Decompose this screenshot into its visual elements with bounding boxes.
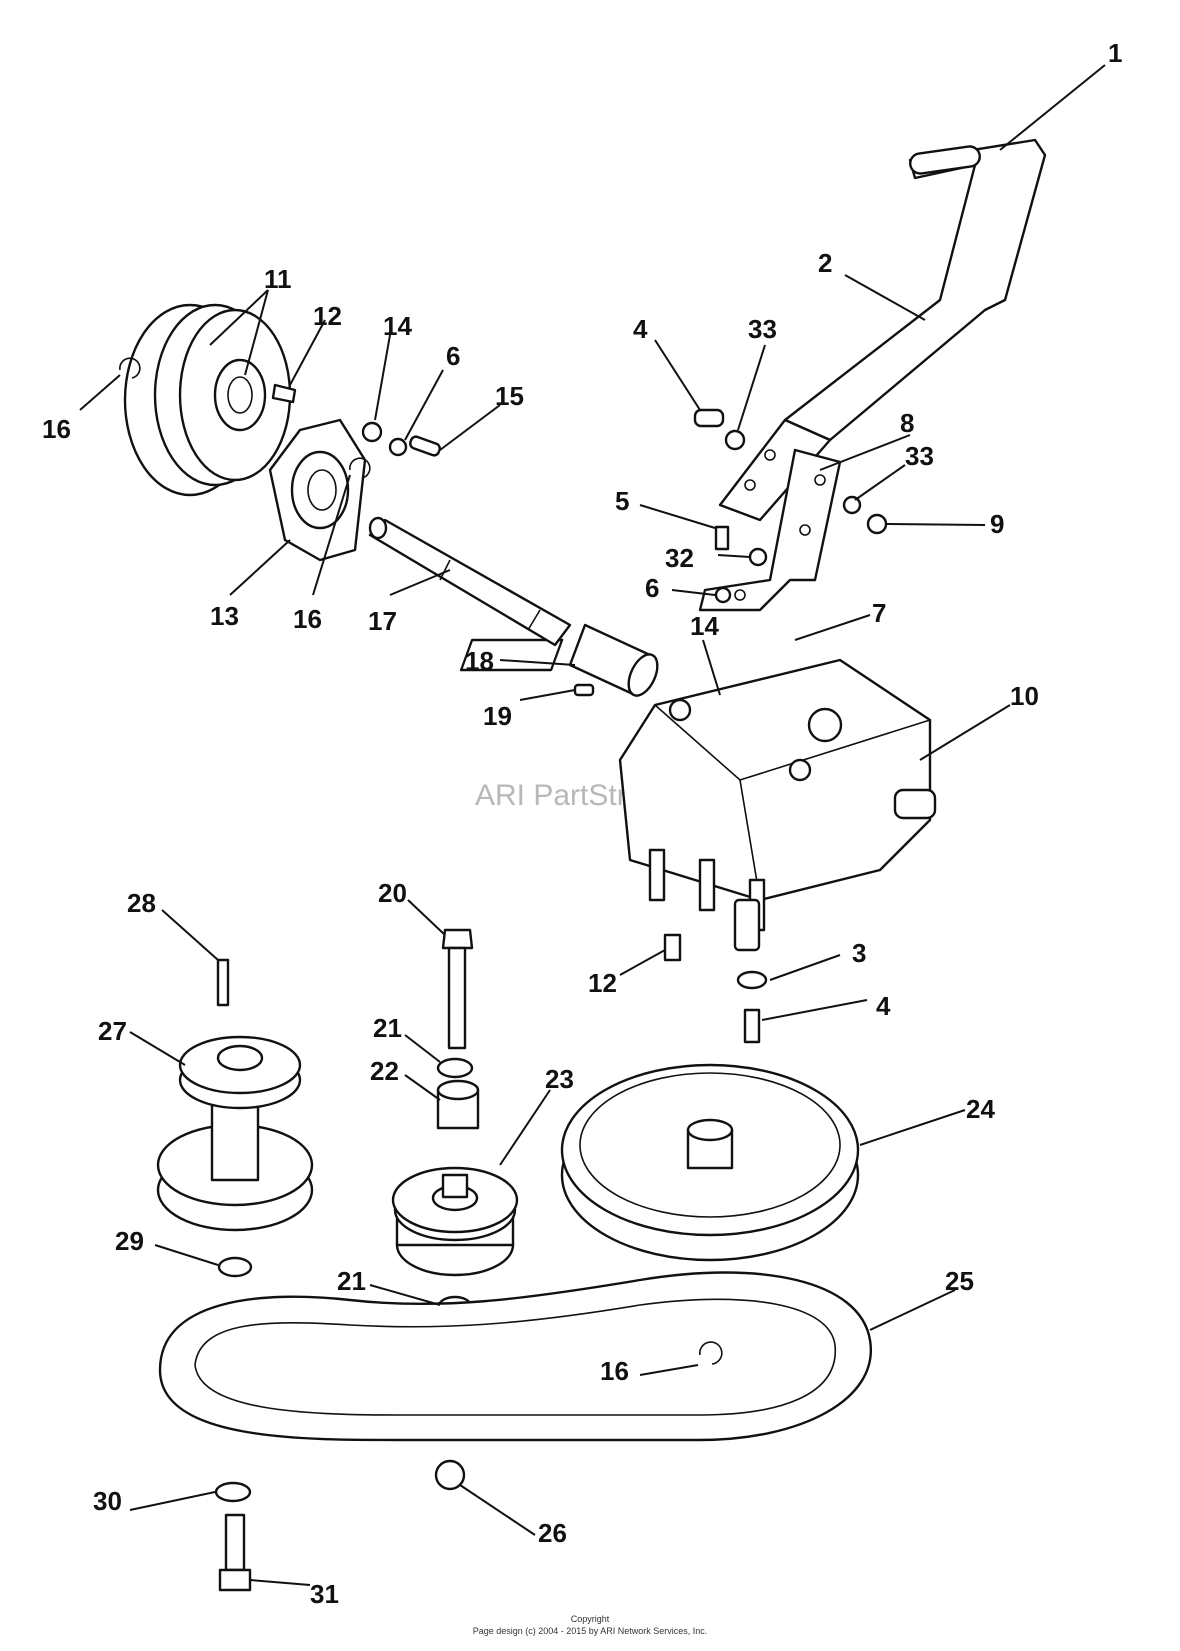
- part-transmission-10: [618, 658, 937, 952]
- callout-14: 14: [383, 311, 412, 341]
- callout-6: 6: [446, 341, 460, 371]
- callout-25: 25: [945, 1266, 974, 1296]
- callout-22: 22: [370, 1056, 399, 1086]
- callout-21: 21: [373, 1013, 402, 1043]
- callout-14: 14: [690, 611, 719, 641]
- part-shaft-17: [368, 516, 572, 647]
- callout-16: 16: [42, 414, 71, 444]
- part-key-12b: [663, 933, 682, 962]
- part-washer-3: [736, 970, 768, 990]
- callout-9: 9: [990, 509, 1004, 539]
- part-idler-23: [391, 1166, 519, 1277]
- callout-5: 5: [615, 486, 629, 516]
- part-bolt-20: [441, 928, 474, 1050]
- part-ring-16c: [699, 1341, 723, 1365]
- part-bracket-8: [698, 448, 842, 612]
- callout-3: 3: [852, 938, 866, 968]
- callout-1: 1: [1108, 38, 1122, 68]
- callout-20: 20: [378, 878, 407, 908]
- callout-16: 16: [293, 604, 322, 634]
- callout-7: 7: [872, 598, 886, 628]
- callout-16: 16: [600, 1356, 629, 1386]
- callout-12: 12: [588, 968, 617, 998]
- callout-21: 21: [337, 1266, 366, 1296]
- callout-17: 17: [368, 606, 397, 636]
- part-spacer-22: [436, 1079, 480, 1130]
- part-pulley-27: [156, 1035, 314, 1232]
- callout-29: 29: [115, 1226, 144, 1256]
- part-nut-14a: [361, 421, 383, 443]
- callout-6: 6: [645, 573, 659, 603]
- part-shift-lever: [718, 138, 1047, 522]
- footer-copyright: Copyright: [571, 1614, 610, 1624]
- callout-18: 18: [465, 646, 494, 676]
- callout-30: 30: [93, 1486, 122, 1516]
- callout-11: 11: [264, 264, 292, 294]
- callout-2: 2: [818, 248, 832, 278]
- part-coupler-18: [568, 623, 659, 697]
- part-key-28: [216, 958, 230, 1007]
- part-washer-30: [214, 1481, 252, 1503]
- callout-26: 26: [538, 1518, 567, 1548]
- leader-lines: [79, 64, 1106, 1586]
- part-ring-16b: [349, 457, 371, 479]
- part-belt-25: [158, 1271, 873, 1442]
- part-bolt-31: [218, 1513, 252, 1592]
- callout-23: 23: [545, 1064, 574, 1094]
- callout-31: 31: [310, 1579, 339, 1609]
- callout-4: 4: [876, 991, 891, 1021]
- part-ring-16a: [119, 357, 141, 379]
- part-bearing-flange-13: [268, 418, 367, 562]
- callout-12: 12: [313, 301, 342, 331]
- part-bolt-4b: [743, 1008, 761, 1044]
- part-nut-26: [434, 1459, 466, 1491]
- callout-15: 15: [495, 381, 524, 411]
- callout-33: 33: [905, 441, 934, 471]
- callout-19: 19: [483, 701, 512, 731]
- part-washer-29: [217, 1256, 253, 1278]
- callout-labels: 1 2 4 33 8 33 9 5 32 6 7 14 10 11 12 14 …: [42, 38, 1122, 1609]
- footer-page-design: Page design (c) 2004 - 2015 by ARI Netwo…: [473, 1626, 708, 1636]
- part-bolt-15: [409, 435, 441, 457]
- part-key-12a: [271, 383, 297, 404]
- part-washer-21a: [436, 1057, 474, 1079]
- part-pulley-24: [560, 1063, 860, 1262]
- callout-10: 10: [1010, 681, 1039, 711]
- callout-4: 4: [633, 314, 648, 344]
- callout-13: 13: [210, 601, 239, 631]
- callout-8: 8: [900, 408, 914, 438]
- callout-27: 27: [98, 1016, 127, 1046]
- part-washer-6a: [388, 437, 408, 457]
- callout-24: 24: [966, 1094, 995, 1124]
- callout-28: 28: [127, 888, 156, 918]
- callout-32: 32: [665, 543, 694, 573]
- callout-33: 33: [748, 314, 777, 344]
- part-pulley-11: [123, 303, 292, 497]
- part-setscrew-19: [573, 683, 595, 697]
